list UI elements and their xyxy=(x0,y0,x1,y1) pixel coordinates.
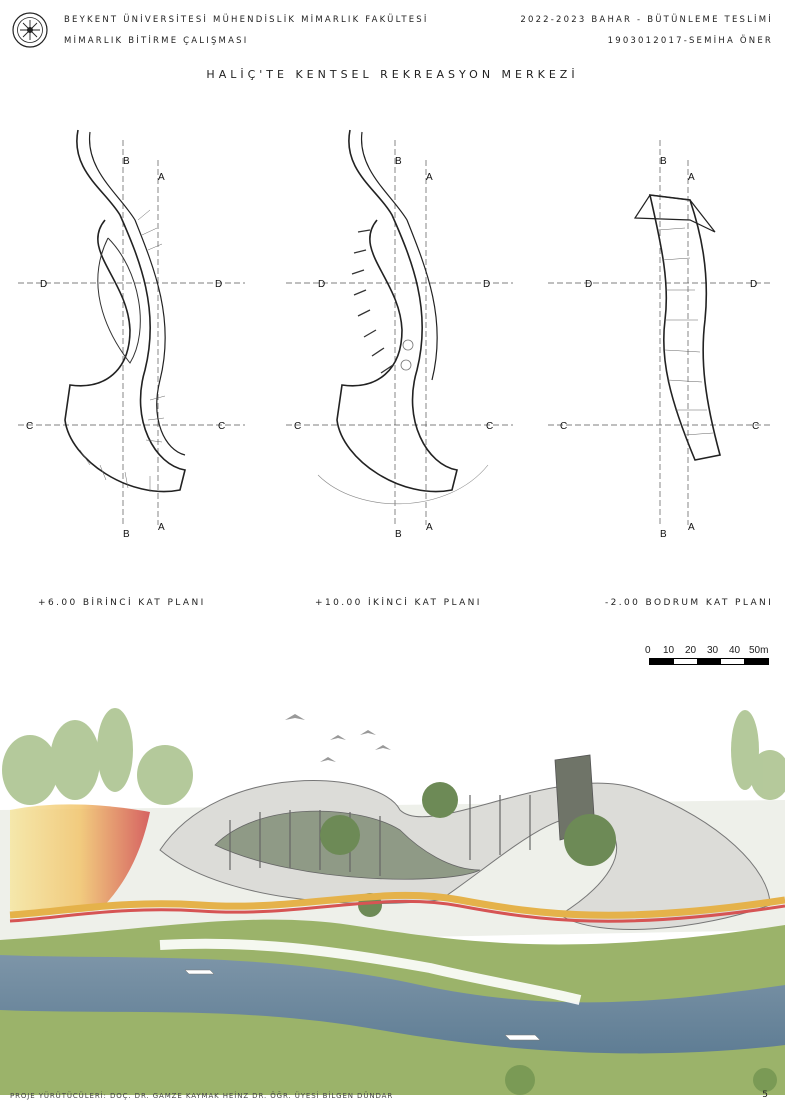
first-floor-plan: B A D D C C B A xyxy=(18,129,245,540)
section-mark-c-right-3: C xyxy=(752,421,759,432)
perspective-rendering xyxy=(0,700,785,1095)
section-mark-d-left: D xyxy=(40,279,47,290)
second-floor-caption: +10.00 İKİNCİ KAT PLANI xyxy=(315,598,482,608)
scale-tick: 50m xyxy=(749,645,769,656)
page-title: HALİÇ'TE KENTSEL REKREASYON MERKEZİ xyxy=(206,68,579,81)
section-mark-c-left-2: C xyxy=(294,421,301,432)
section-mark-c-right-2: C xyxy=(486,421,493,432)
basement-plan: B A D D C C B A xyxy=(548,140,772,540)
scale-tick: 30 xyxy=(707,645,719,656)
basement-caption: -2.00 BODRUM KAT PLANI xyxy=(605,598,774,608)
section-mark-c-left-3: C xyxy=(560,421,567,432)
section-mark-d-right-2: D xyxy=(483,279,490,290)
section-mark-b-top-3: B xyxy=(660,156,667,167)
section-mark-a-top: A xyxy=(158,172,165,183)
section-mark-a-top-2: A xyxy=(426,172,433,183)
scale-bar: 0 10 20 30 40 50m xyxy=(645,645,775,675)
section-mark-b-bottom: B xyxy=(123,529,130,540)
credits-footer: PROJE YÜRÜTÜCÜLERİ: DOÇ. DR. GAMZE KAYMA… xyxy=(10,1092,394,1100)
section-mark-a-bottom-3: A xyxy=(688,522,695,533)
section-mark-b-top-2: B xyxy=(395,156,402,167)
university-seal-icon xyxy=(12,12,48,48)
term-label: 2022-2023 BAHAR - BÜTÜNLEME TESLİMİ xyxy=(520,15,773,25)
scale-tick: 0 xyxy=(645,645,651,656)
scale-tick: 10 xyxy=(663,645,675,656)
section-mark-a-bottom: A xyxy=(158,522,165,533)
section-mark-b-bottom-3: B xyxy=(660,529,667,540)
section-mark-d-left-3: D xyxy=(585,279,592,290)
second-floor-plan: B A D D C C B A xyxy=(286,129,513,540)
section-mark-d-left-2: D xyxy=(318,279,325,290)
section-mark-a-top-3: A xyxy=(688,172,695,183)
scale-tick: 40 xyxy=(729,645,741,656)
section-mark-a-bottom-2: A xyxy=(426,522,433,533)
section-mark-c-right: C xyxy=(218,421,225,432)
section-mark-d-right: D xyxy=(215,279,222,290)
scale-tick: 20 xyxy=(685,645,697,656)
section-mark-b-bottom-2: B xyxy=(395,529,402,540)
first-floor-caption: +6.00 BİRİNCİ KAT PLANI xyxy=(38,598,206,608)
faculty-name: BEYKENT ÜNİVERSİTESİ MÜHENDİSLİK MİMARLI… xyxy=(64,15,429,25)
course-name: MİMARLIK BİTİRME ÇALIŞMASI xyxy=(64,36,249,46)
scale-bar-graphic xyxy=(649,658,769,665)
section-mark-c-left: C xyxy=(26,421,33,432)
student-label: 1903012017-SEMİHA ÖNER xyxy=(607,36,773,46)
page-number: 5 xyxy=(762,1090,768,1100)
section-mark-d-right-3: D xyxy=(750,279,757,290)
section-mark-b-top: B xyxy=(123,156,130,167)
